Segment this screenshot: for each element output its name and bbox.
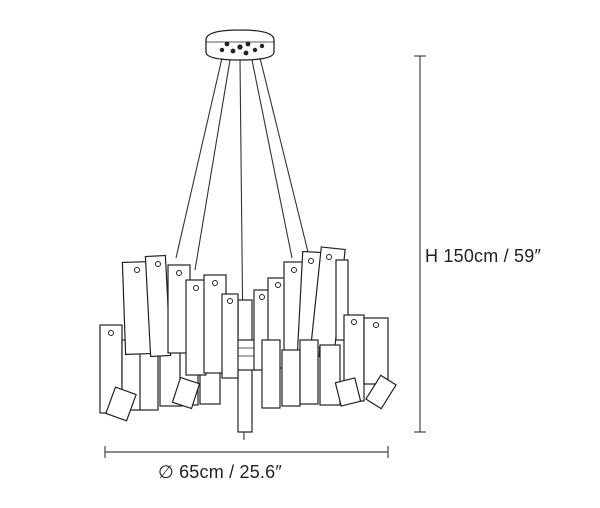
glass-panels-left	[99, 254, 239, 422]
width-dimension-label: ∅ 65cm / 25.6″	[158, 462, 282, 482]
suspension-cables	[175, 57, 309, 441]
glass-panels-right	[253, 246, 397, 410]
height-dimension-label: H 150cm / 59″	[425, 246, 542, 266]
width-dimension-line	[104, 446, 389, 458]
height-dimension-line	[414, 55, 426, 433]
central-stem	[233, 299, 257, 433]
canopy-screws	[219, 41, 265, 56]
panel-mounting-holes	[108, 254, 379, 336]
